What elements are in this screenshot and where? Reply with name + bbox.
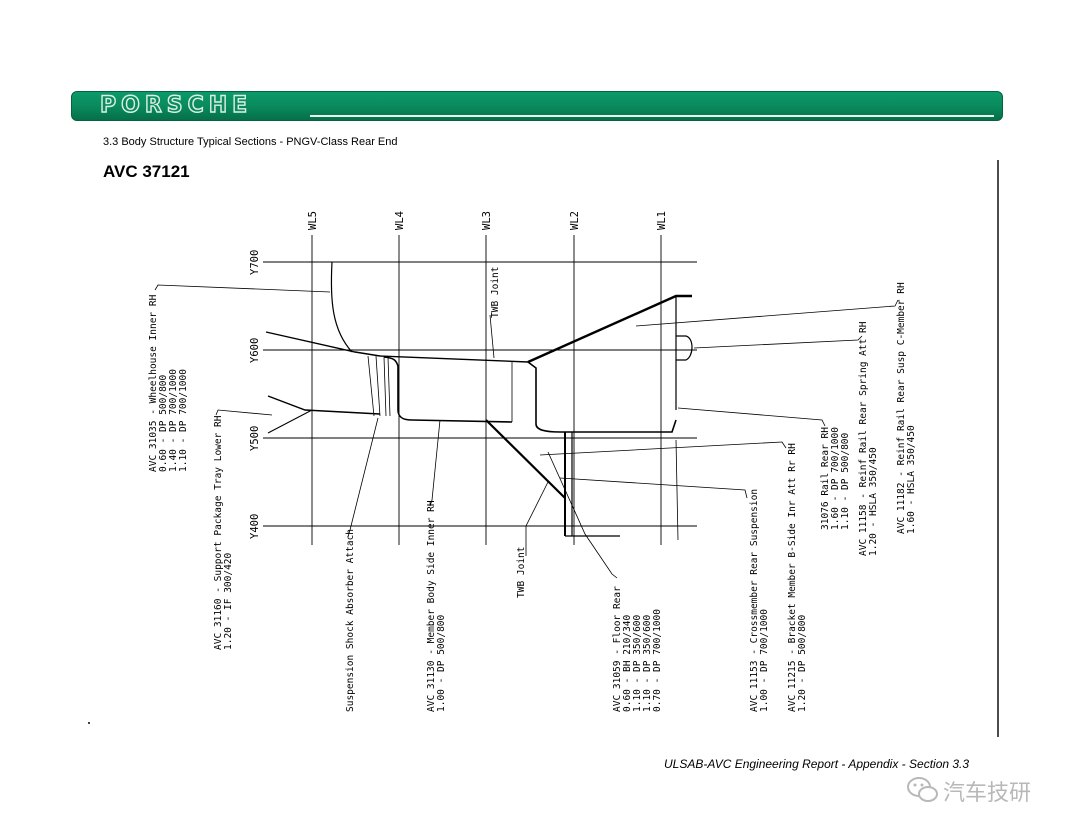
section-title: 3.3 Body Structure Typical Sections - PN… — [103, 136, 398, 148]
callout-floor-rear-title: AVC 31059 - Floor Rear — [612, 586, 623, 712]
callout-shock-attach-title: Suspension Shock Absorber Attach — [345, 529, 356, 712]
tray-brace — [267, 409, 313, 434]
wl1-label: WL1 — [656, 211, 668, 230]
callout-rail-rear-line1: 1.60 - DP 700/1000 — [830, 427, 841, 530]
callout-bracket-title: AVC 11215 - Bracket Member B-Side Inr At… — [787, 443, 798, 712]
banner-rule — [310, 115, 994, 117]
callout-wheelhouse-line3: 1.10 - DP 700/1000 — [178, 369, 189, 472]
callout-crossmember: AVC 11153 - Crossmember Rear Suspension … — [749, 489, 770, 712]
upper-flange — [265, 331, 529, 363]
leader-crossmember — [559, 477, 748, 499]
leader-bracket — [539, 441, 787, 456]
callout-wheelhouse-title: AVC 31035 - Wheelhouse Inner RH — [148, 294, 159, 472]
callout-rail-rear-title: 31076 Rail Rear RH — [820, 427, 831, 530]
callout-package-tray: AVC 31160 - Support Package Tray Lower R… — [213, 415, 234, 650]
callout-rail-rear: 31076 Rail Rear RH 1.60 - DP 700/1000 1.… — [820, 427, 851, 530]
callout-floor-rear-line2: 1.10 - DP 350/600 — [632, 614, 643, 712]
callout-body-side: AVC 31130 - Member Body Side Inner RH 1.… — [426, 500, 447, 712]
callout-reinf-spring-line1: 1.20 - HSLA 350/450 — [868, 447, 879, 556]
callout-package-tray-title: AVC 31160 - Support Package Tray Lower R… — [213, 415, 224, 650]
callout-wheelhouse-line2: 1.40 - DP 700/1000 — [168, 369, 179, 472]
callout-reinf-cmember: AVC 11182 - Reinf Rail Rear Susp C-Membe… — [896, 282, 917, 534]
wl3-label: WL3 — [481, 211, 493, 230]
header-banner: PORSCHE — [71, 91, 1003, 121]
callout-crossmember-title: AVC 11153 - Crossmember Rear Suspension — [749, 489, 760, 712]
wechat-icon — [907, 777, 938, 802]
rail-upper-edge — [527, 294, 692, 364]
leader-package-tray — [215, 409, 273, 416]
y-lines — [263, 261, 697, 527]
rail-lower-edge — [527, 361, 677, 433]
leader-floor-rear — [547, 451, 618, 579]
callout-bracket: AVC 11215 - Bracket Member B-Side Inr At… — [787, 443, 808, 712]
section-profile — [265, 261, 693, 541]
callout-rail-rear-line2: 1.10 - DP 500/800 — [840, 432, 851, 530]
wl5-label: WL5 — [307, 211, 319, 230]
watermark-text: 汽车技研 — [943, 781, 1032, 806]
twb-joint-label-lower: TWB Joint — [516, 547, 527, 598]
rail-lower-extension — [675, 439, 679, 541]
leader-reinf-spring — [693, 335, 863, 349]
leader-twb-upper — [489, 314, 495, 359]
callout-reinf-spring: AVC 11158 - Reinf Rail Rear Spring Att R… — [858, 321, 879, 556]
callout-reinf-cmember-line1: 1.60 - HSLA 350/450 — [906, 425, 917, 534]
body-side-inner — [383, 356, 513, 423]
tray-flange — [267, 395, 381, 415]
callout-body-side-title: AVC 31130 - Member Body Side Inner RH — [426, 500, 437, 712]
y400-label: Y400 — [249, 514, 261, 539]
twb-joint-label-upper: TWB Joint — [490, 267, 501, 318]
wheelhouse-curve — [330, 261, 353, 353]
leader-shock-attach — [347, 417, 379, 538]
callout-floor-rear-line4: 0.70 - DP 700/1000 — [652, 609, 663, 712]
callout-reinf-cmember-title: AVC 11182 - Reinf Rail Rear Susp C-Membe… — [896, 282, 907, 534]
watermark: 汽车技研 — [905, 770, 1055, 810]
leader-wheelhouse — [154, 284, 331, 293]
callout-wheelhouse: AVC 31035 - Wheelhouse Inner RH 0.60 - D… — [148, 294, 189, 472]
leader-lines — [154, 284, 899, 579]
callout-floor-rear-line1: 0.60 - BH 210/340 — [622, 614, 633, 712]
callout-floor-rear: AVC 31059 - Floor Rear 0.60 - BH 210/340… — [612, 586, 663, 712]
page-footer: ULSAB-AVC Engineering Report - Appendix … — [664, 757, 970, 771]
callout-floor-rear-line3: 1.10 - DP 350/600 — [642, 614, 653, 712]
y600-label: Y600 — [249, 338, 261, 363]
leader-twb-lower — [525, 481, 549, 556]
floor-rear-diagonal — [485, 419, 566, 499]
shock-attach-hatch — [367, 355, 391, 417]
stray-dot — [88, 722, 90, 724]
wl2-label: WL2 — [569, 211, 581, 230]
page-title: AVC 37121 — [103, 162, 190, 181]
callout-shock-attach: Suspension Shock Absorber Attach — [345, 529, 356, 712]
y700-label: Y700 — [249, 250, 261, 275]
callout-reinf-spring-title: AVC 11158 - Reinf Rail Rear Spring Att R… — [858, 321, 869, 556]
wl-lines — [311, 235, 662, 545]
callout-body-side-line1: 1.00 - DP 500/800 — [436, 614, 447, 712]
leader-rail-rear — [677, 407, 826, 427]
leader-reinf-cmember — [635, 299, 899, 327]
callout-crossmember-line1: 1.00 - DP 700/1000 — [759, 609, 770, 712]
callout-bracket-line1: 1.20 - DP 500/800 — [797, 614, 808, 712]
wl4-label: WL4 — [394, 211, 406, 230]
porsche-logo: PORSCHE — [99, 92, 253, 118]
callout-wheelhouse-line1: 0.60 - DP 500/800 — [158, 374, 169, 472]
callout-package-tray-line1: 1.20 - IF 300/420 — [223, 552, 234, 650]
y500-label: Y500 — [249, 426, 261, 451]
spring-attach-bump — [676, 335, 693, 361]
leader-body-side — [429, 419, 441, 507]
